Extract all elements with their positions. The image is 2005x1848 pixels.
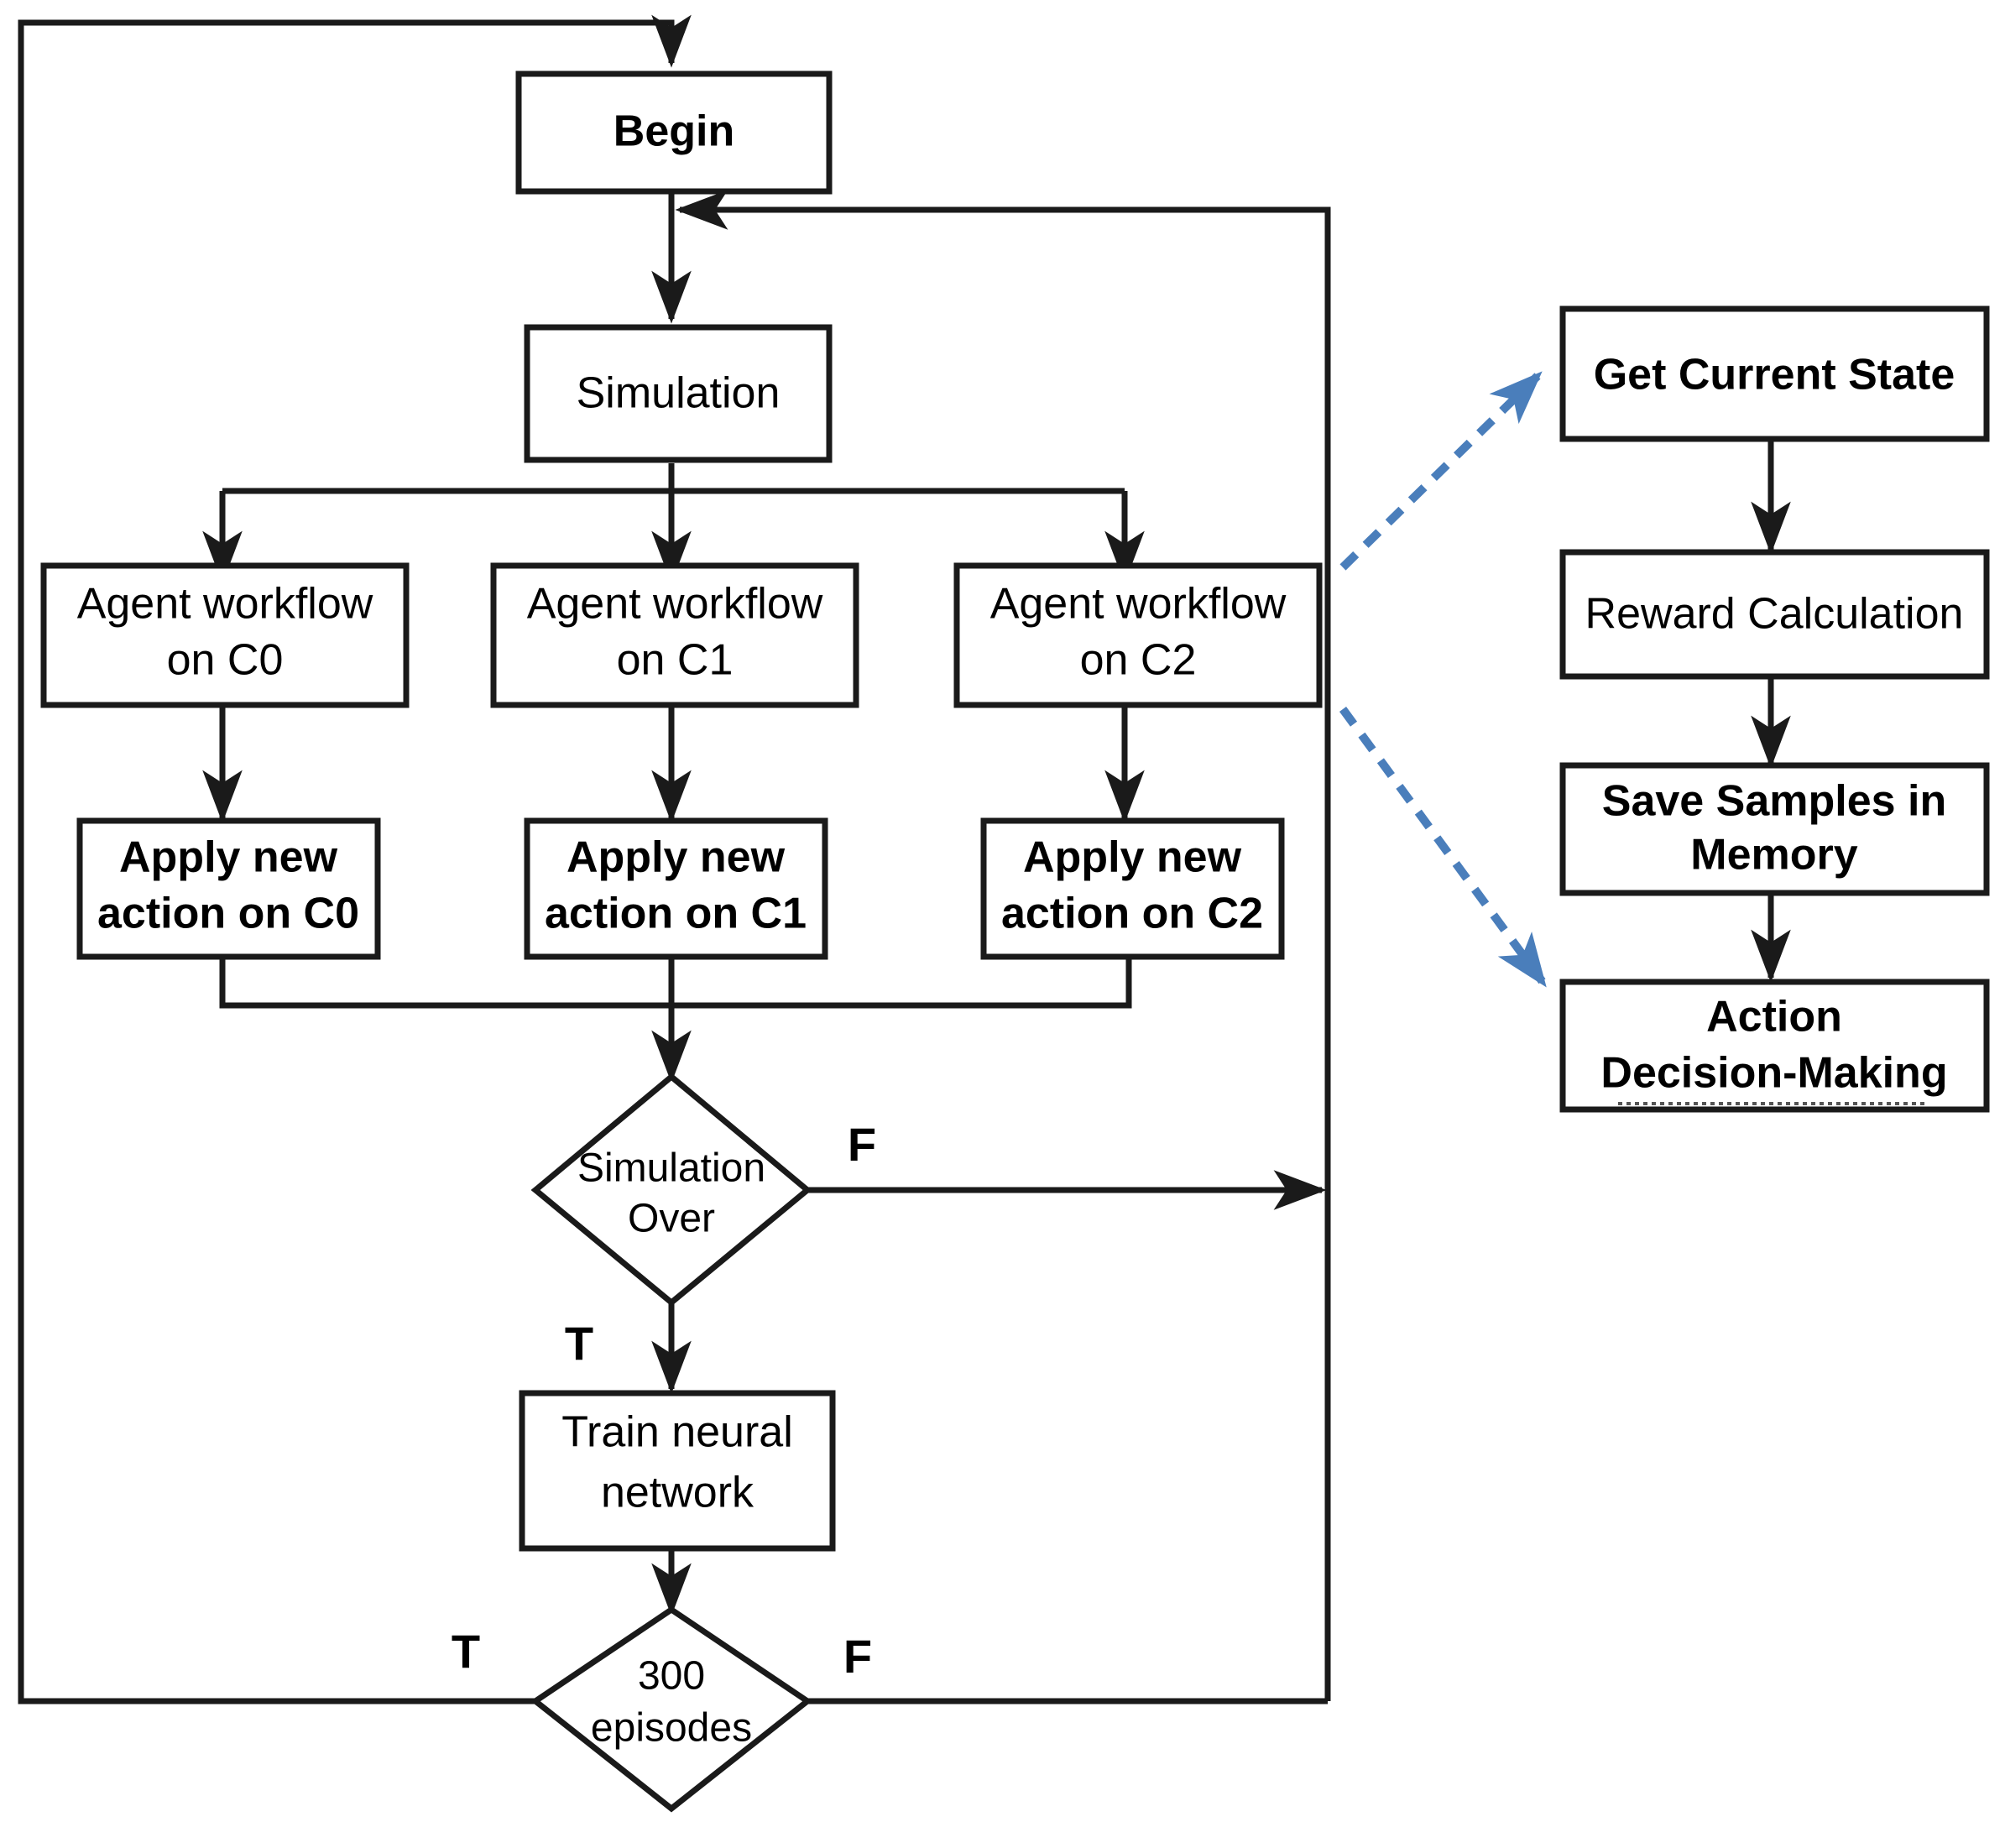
node-apply-action-c0[interactable]: Apply new action on C0: [76, 817, 381, 960]
node-action-decision-line2: Decision-Making: [1600, 1049, 1947, 1098]
node-apply-action-c0-line1: Apply new: [119, 833, 338, 882]
node-agent-workflow-c2-line1: Agent workflow: [990, 580, 1287, 629]
node-get-current-state[interactable]: Get Current State: [1559, 305, 1990, 442]
edge-label-simulation-over-false: F: [848, 1118, 876, 1171]
node-apply-action-c1[interactable]: Apply new action on C1: [524, 817, 828, 960]
node-apply-action-c2-line2: action on C2: [1001, 890, 1263, 938]
edge-dashed-to-get-current-state: [1339, 371, 1543, 571]
node-begin-label: Begin: [614, 107, 734, 156]
node-save-samples-in-memory[interactable]: Save Samples in Memory: [1559, 762, 1990, 896]
edge-label-simulation-over-true: T: [565, 1317, 593, 1370]
node-agent-workflow-c0-line2: on C0: [167, 636, 284, 685]
node-decision-simulation-over-line2: Over: [628, 1197, 715, 1241]
node-get-current-state-label: Get Current State: [1594, 351, 1955, 399]
node-train-neural-network[interactable]: Train neural network: [519, 1390, 836, 1552]
edge-episodes-true-loopback: [18, 14, 692, 1704]
node-agent-workflow-c0[interactable]: Agent workflow on C0: [40, 562, 410, 708]
node-apply-action-c1-line1: Apply new: [567, 833, 786, 882]
node-save-samples-line2: Memory: [1690, 831, 1857, 880]
node-agent-workflow-c1-line1: Agent workflow: [527, 580, 823, 629]
node-decision-simulation-over[interactable]: Simulation Over: [530, 1073, 812, 1307]
node-agent-workflow-c0-line1: Agent workflow: [77, 580, 373, 629]
node-apply-action-c2-line1: Apply new: [1023, 833, 1242, 882]
node-decision-episodes-line2: episodes: [591, 1706, 752, 1751]
edge-label-episodes-true: T: [452, 1625, 480, 1678]
node-decision-300-episodes[interactable]: 300 episodes: [530, 1605, 812, 1813]
node-simulation[interactable]: Simulation: [524, 324, 833, 463]
node-decision-simulation-over-line1: Simulation: [577, 1146, 765, 1191]
node-train-line2: network: [601, 1469, 754, 1517]
node-agent-workflow-c1[interactable]: Agent workflow on C1: [490, 562, 859, 708]
edge-label-episodes-false: F: [843, 1630, 872, 1683]
node-reward-calculation[interactable]: Reward Calculation: [1559, 549, 1990, 680]
edge-dashed-to-action-decision-making: [1339, 707, 1547, 988]
node-apply-action-c1-line2: action on C1: [545, 890, 807, 938]
node-begin[interactable]: Begin: [515, 70, 833, 195]
node-apply-action-c2[interactable]: Apply new action on C2: [980, 817, 1285, 960]
node-apply-action-c0-line2: action on C0: [97, 890, 359, 938]
node-agent-workflow-c2[interactable]: Agent workflow on C2: [953, 562, 1323, 708]
node-agent-workflow-c1-line2: on C1: [617, 636, 734, 685]
node-action-decision-making[interactable]: Action Decision-Making: [1559, 979, 1990, 1113]
node-action-decision-line1: Action: [1706, 993, 1842, 1041]
edge-right-trunk-to-simulation: [675, 190, 1331, 1701]
node-decision-episodes-line1: 300: [638, 1654, 705, 1699]
node-simulation-label: Simulation: [577, 369, 781, 418]
edge-merge-bar: [219, 957, 1132, 1009]
node-save-samples-line1: Save Samples in: [1602, 777, 1946, 826]
node-train-line1: Train neural: [561, 1408, 793, 1457]
node-agent-workflow-c2-line2: on C2: [1080, 636, 1197, 685]
node-reward-calculation-label: Reward Calculation: [1585, 590, 1964, 639]
